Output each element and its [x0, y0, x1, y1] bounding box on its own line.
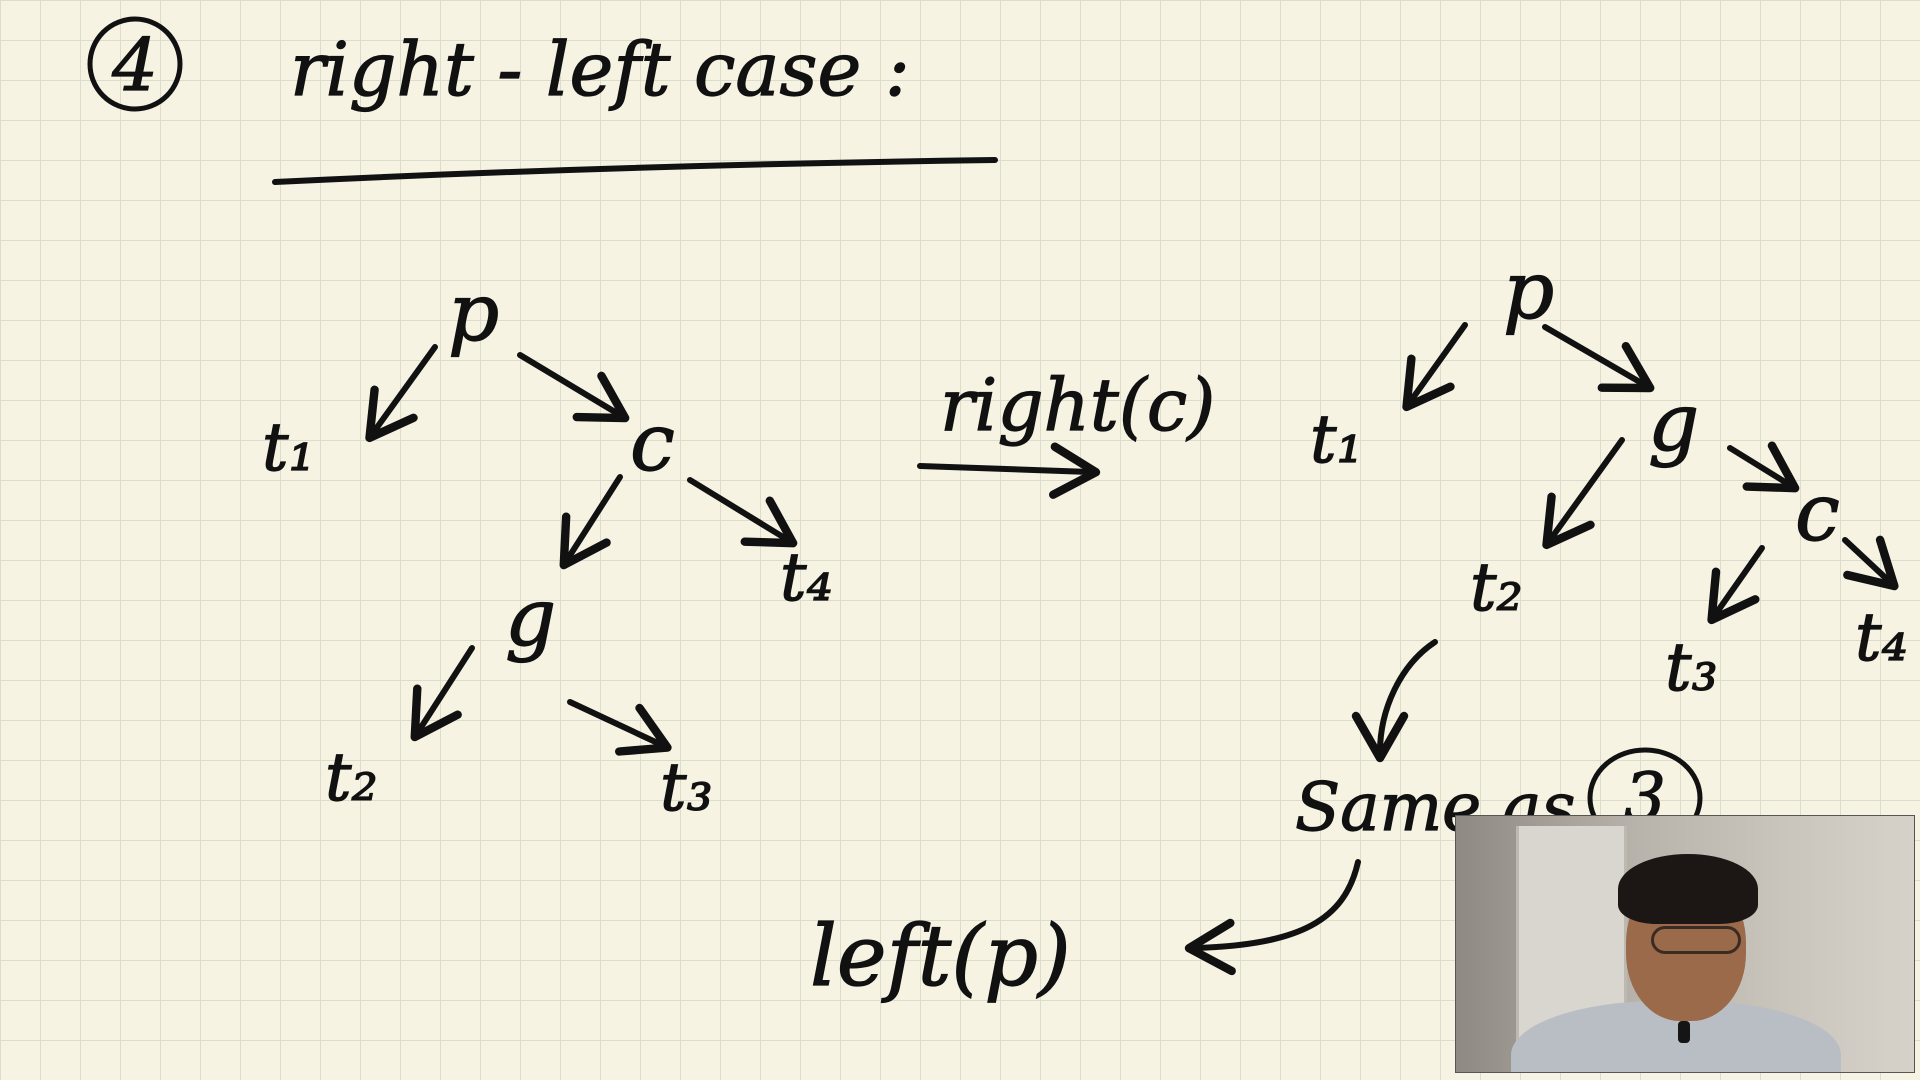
case-title: 4 right - left case : [87, 16, 998, 185]
edge-c-rt4 [1842, 535, 1899, 591]
final-arrow [1184, 859, 1361, 976]
final-step: left(p) [809, 859, 1361, 1006]
right-node-g: g [1648, 376, 1699, 469]
edge-g-t3 [567, 699, 672, 756]
left-node-c: c [630, 396, 675, 489]
right-leaf-t1: t₁ [1310, 401, 1363, 478]
transform-step: right(c) [917, 362, 1216, 499]
right-node-p: p [1503, 244, 1554, 337]
final-op-label: left(p) [810, 907, 1071, 1005]
left-leaf-t3: t₃ [660, 749, 713, 826]
note-arrow [1351, 639, 1438, 763]
lapel-mic-icon [1678, 1021, 1690, 1043]
edge-c-g [559, 474, 623, 570]
left-leaf-t4: t₄ [780, 539, 833, 616]
edge-g-rc [1727, 441, 1800, 493]
presenter-glasses [1651, 926, 1741, 954]
left-node-g: g [505, 571, 556, 664]
case-number: 4 [111, 23, 158, 107]
edge-rp-g [1542, 324, 1655, 393]
edge-g-rt2 [1542, 437, 1625, 550]
title-underline [272, 157, 998, 185]
edge-p-c [517, 352, 630, 423]
left-tree: p t₁ c g t₄ t₂ t₃ [261, 265, 833, 826]
left-node-p: p [448, 266, 499, 359]
left-leaf-t1: t₁ [262, 409, 315, 486]
edge-c-rt3 [1707, 545, 1765, 625]
edge-rp-t1 [1402, 322, 1468, 412]
right-leaf-t4: t₄ [1855, 599, 1908, 676]
left-leaf-t2: t₂ [325, 739, 378, 816]
edge-g-t2 [410, 645, 475, 742]
edge-c-t4 [687, 477, 798, 548]
transform-label: right(c) [940, 363, 1215, 447]
transform-arrow [917, 442, 1101, 499]
presenter-hair [1618, 854, 1758, 924]
case-title-text: right - left case : [290, 27, 910, 113]
right-tree: p t₁ g t₂ c t₃ t₄ [1309, 243, 1908, 706]
edge-p-t1 [365, 344, 438, 443]
webcam-overlay [1455, 815, 1915, 1073]
right-leaf-t3: t₃ [1665, 629, 1718, 706]
case-number-circle [87, 16, 183, 112]
right-node-c: c [1795, 466, 1840, 559]
right-leaf-t2: t₂ [1470, 549, 1523, 626]
